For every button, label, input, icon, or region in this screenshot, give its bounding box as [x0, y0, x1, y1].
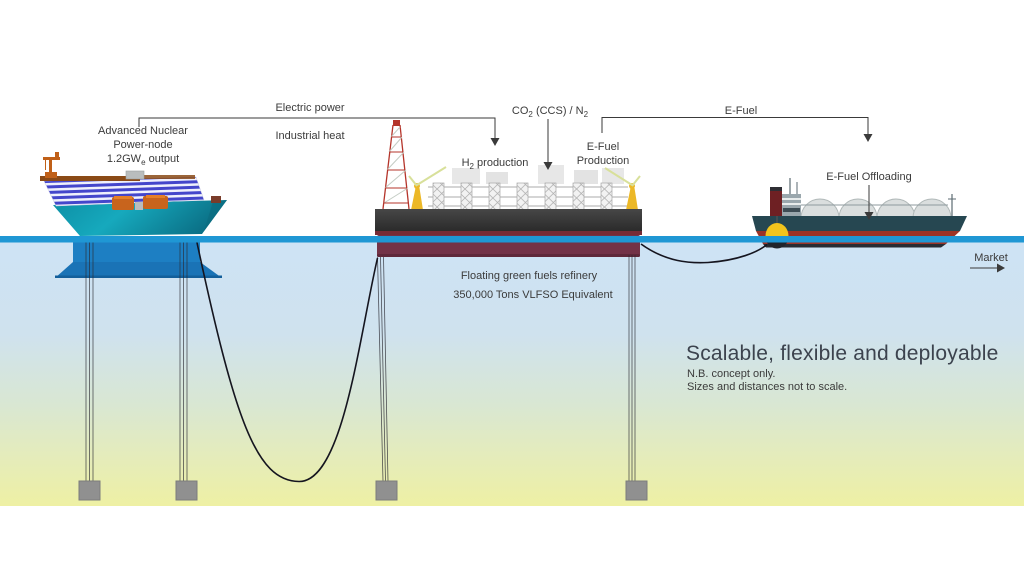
refinery-deck: [375, 209, 642, 231]
equipment-module: [112, 197, 134, 210]
flare-tower: [382, 120, 410, 210]
power-export-cable: [195, 237, 379, 483]
seabed-anchor: [625, 480, 648, 501]
refinery-caption-line1: Floating green fuels refinery: [460, 270, 598, 282]
topside-box: [574, 170, 598, 184]
crane-icon: [604, 167, 641, 210]
superstructure-deckline: [782, 203, 801, 205]
hull-keel: [763, 244, 946, 248]
funnel-top: [770, 187, 782, 191]
efuel-line: [601, 117, 873, 142]
topside-box: [602, 168, 624, 184]
nuclear-hull: [53, 200, 227, 236]
seabed-anchor: [78, 480, 101, 501]
electric-power-label: Electric power: [275, 102, 345, 114]
superstructure-deckline: [782, 198, 801, 200]
mooring-lines: [85, 240, 636, 482]
topside-box: [538, 165, 564, 184]
flow-connectors: [138, 117, 1005, 273]
deck-beam-right: [143, 175, 195, 179]
offloading-hose: [640, 243, 768, 264]
efuel-production-label: E-Fuel Production: [576, 141, 630, 167]
seabed-anchors: [78, 480, 648, 501]
seabed-anchor: [175, 480, 198, 501]
power-node-label: Advanced Nuclear Power-node 1.2GWe outpu…: [98, 125, 188, 168]
topside-box: [486, 172, 508, 184]
refinery-deck-edge: [375, 231, 642, 235]
tanker-ship-illustration: [752, 178, 967, 248]
efuel-label: E-Fuel: [724, 105, 758, 117]
nb-note-line1: N.B. concept only.: [687, 368, 776, 380]
seabed-anchor: [375, 480, 398, 501]
equipment-module-top: [114, 196, 132, 199]
tagline-title: Scalable, flexible and deployable: [686, 342, 999, 365]
waterline: [0, 236, 1024, 243]
hull-topside: [752, 216, 967, 231]
topside-box: [452, 168, 480, 184]
nuclear-skirt-edge: [55, 275, 222, 278]
equipment-module: [143, 196, 168, 209]
nuclear-platform-illustration: [40, 152, 227, 278]
deck-hatch: [125, 170, 145, 180]
h2-production-label: H2 production: [461, 157, 529, 172]
refinery-hull-bottom: [377, 254, 640, 257]
funnel: [770, 187, 782, 216]
industrial-heat-label: Industrial heat: [275, 130, 345, 142]
electric-power-line: [138, 117, 500, 146]
crane-icon: [408, 166, 447, 210]
window-band: [783, 208, 800, 212]
equipment-module-top: [146, 195, 165, 198]
refinery-caption-line2: 350,000 Tons VLFSO Equivalent: [453, 289, 613, 301]
sea-water: [0, 242, 1024, 506]
co2-ccs-label: CO2 (CCS) / N2: [511, 105, 589, 120]
deck-beam: [40, 176, 140, 181]
efuel-offloading-label: E-Fuel Offloading: [826, 171, 912, 183]
nuclear-hull-shadow: [204, 200, 227, 231]
market-label: Market: [974, 252, 1008, 264]
equipment-aft: [211, 196, 221, 203]
equipment-small: [135, 202, 143, 210]
deck-crane-icon: [43, 152, 60, 178]
nb-note-line2: Sizes and distances not to scale.: [687, 381, 848, 393]
